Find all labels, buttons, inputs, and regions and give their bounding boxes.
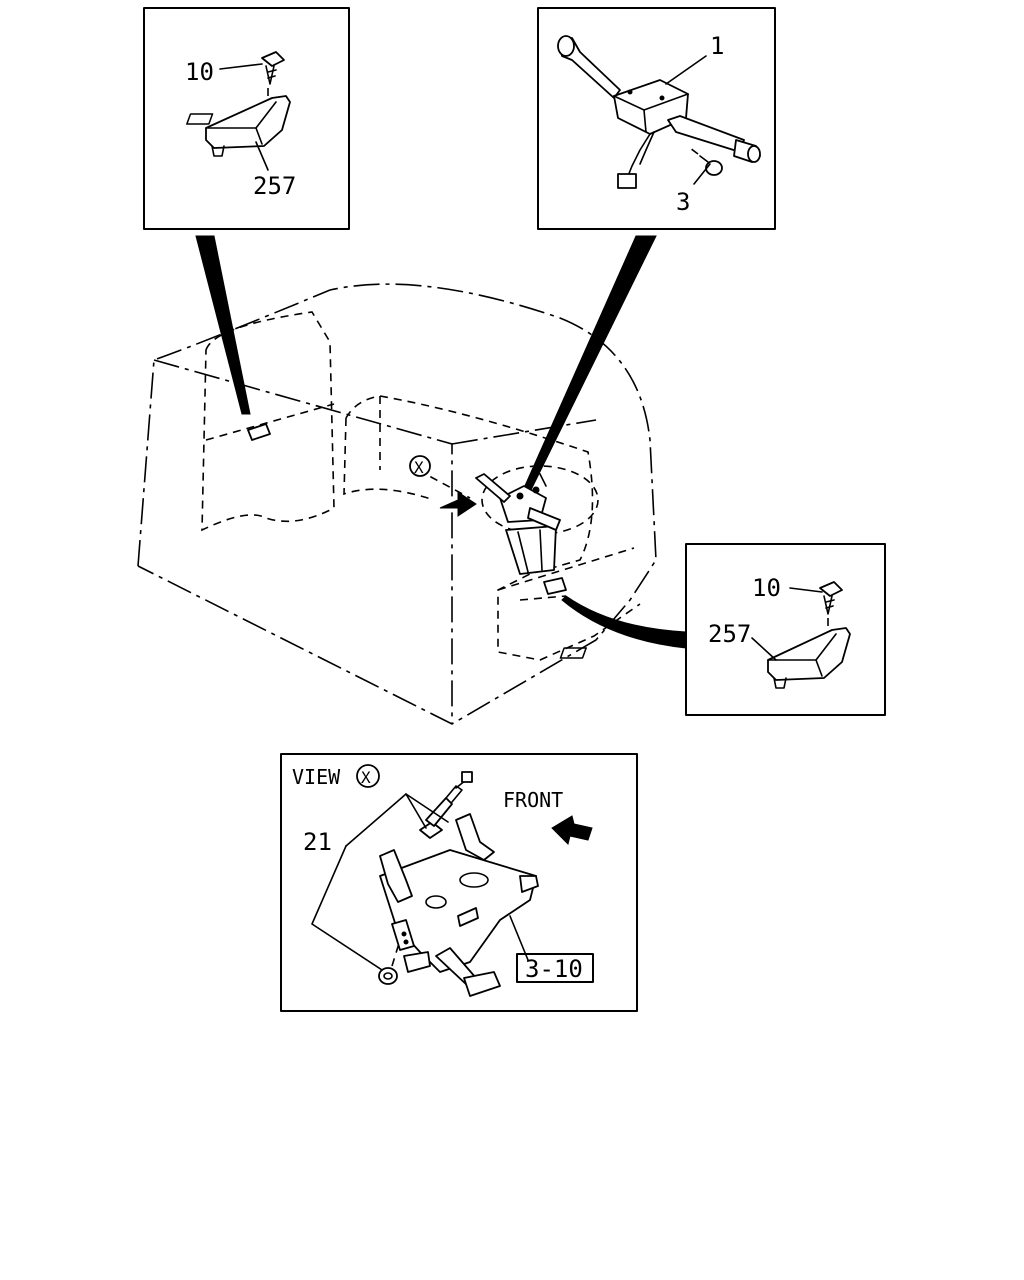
view-x-panel: VIEW X FRONT bbox=[280, 753, 638, 1012]
screw-icon bbox=[819, 581, 843, 630]
pedal-bracket-icon bbox=[379, 813, 539, 997]
reference-label: 3-10 bbox=[525, 955, 583, 983]
combination-switch-icon bbox=[557, 35, 761, 189]
window-switch-location-right bbox=[543, 577, 567, 595]
brake-switch-icon bbox=[419, 771, 473, 839]
detail-box-right: 10 257 bbox=[559, 543, 886, 716]
callout-label: 1 bbox=[710, 32, 724, 60]
leader-line bbox=[219, 63, 263, 70]
detail-box-top-right: 1 3 bbox=[537, 7, 776, 230]
connector-wedge-left bbox=[195, 235, 251, 415]
leader-line bbox=[789, 587, 823, 593]
screw-icon bbox=[689, 147, 723, 176]
cab-interior-view: X bbox=[137, 283, 657, 725]
callout-label: 3 bbox=[676, 188, 690, 216]
leader-line bbox=[751, 637, 777, 661]
detail-box-top-left: 10 257 bbox=[143, 7, 350, 230]
leader-line bbox=[693, 163, 711, 185]
leader-line bbox=[509, 915, 529, 961]
window-switch-location-left bbox=[247, 423, 271, 441]
callout-label: 21 bbox=[303, 828, 332, 856]
connector-wedge-lower bbox=[561, 595, 687, 649]
window-switch-icon bbox=[186, 95, 291, 157]
view-direction-arrow bbox=[439, 491, 477, 517]
view-title: VIEW bbox=[292, 765, 341, 789]
leader-line bbox=[665, 55, 707, 85]
view-marker: X bbox=[409, 455, 431, 477]
leader-line bbox=[311, 845, 383, 971]
window-switch-icon bbox=[559, 627, 851, 689]
view-marker: X bbox=[356, 764, 380, 788]
view-marker-label: X bbox=[414, 458, 424, 477]
callout-label: 10 bbox=[185, 58, 214, 86]
callout-label: 10 bbox=[752, 574, 781, 602]
direction-label: FRONT bbox=[503, 788, 563, 812]
callout-label: 257 bbox=[708, 620, 751, 648]
connector-wedge-right bbox=[523, 235, 657, 493]
callout-label: 257 bbox=[253, 172, 296, 200]
front-arrow-icon bbox=[551, 815, 593, 845]
leader-line bbox=[255, 141, 269, 171]
steering-column-icon bbox=[475, 473, 561, 575]
reference-box bbox=[516, 953, 594, 983]
view-marker-label: X bbox=[361, 768, 371, 787]
nut-icon bbox=[378, 967, 398, 985]
screw-icon bbox=[261, 51, 285, 100]
